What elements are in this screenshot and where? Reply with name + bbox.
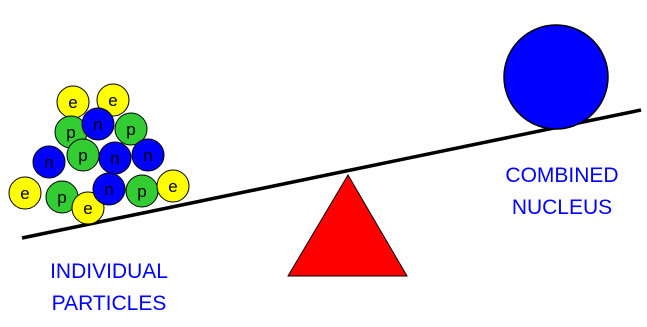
neutron-letter: n (143, 146, 152, 165)
neutron-particle: n (92, 172, 126, 206)
neutron-letter: n (93, 115, 102, 134)
proton-letter: p (66, 123, 75, 142)
neutron-letter: n (104, 180, 113, 199)
combined-nucleus (503, 24, 609, 130)
electron-circle (96, 83, 130, 117)
combined-label-line: NUCLEUS (511, 196, 613, 219)
electron-particle: e (96, 83, 130, 117)
neutron-circle (81, 107, 115, 141)
electron-particle: e (56, 85, 90, 119)
individual-label-line: PARTICLES (51, 292, 167, 315)
neutron-particle: n (81, 107, 115, 141)
proton-particle: p (66, 138, 100, 172)
electron-letter: e (168, 177, 177, 196)
proton-particle: p (45, 180, 79, 214)
electron-letter: e (68, 93, 77, 112)
electron-letter: e (108, 91, 117, 110)
neutron-letter: n (110, 149, 119, 168)
electron-particle: e (8, 176, 42, 210)
neutron-circle (92, 172, 126, 206)
neutron-circle (32, 145, 66, 179)
seesaw-beam (21, 108, 642, 240)
proton-particle: p (125, 174, 159, 208)
proton-particle: p (114, 112, 148, 146)
proton-letter: p (137, 182, 146, 201)
proton-circle (114, 112, 148, 146)
fulcrum-triangle (287, 174, 408, 277)
electron-particle: e (156, 169, 190, 203)
combined-nucleus-label: COMBINED NUCLEUS (488, 160, 636, 224)
electron-letter: e (20, 184, 29, 203)
neutron-letter: n (44, 153, 53, 172)
electron-circle (71, 191, 105, 225)
neutron-particle: n (131, 138, 165, 172)
electron-circle (8, 176, 42, 210)
combined-label-line: COMBINED (505, 164, 619, 187)
proton-letter: p (78, 146, 87, 165)
electron-circle (156, 169, 190, 203)
electron-letter: e (83, 199, 92, 218)
neutron-particle: n (98, 141, 132, 175)
proton-letter: p (126, 120, 135, 139)
individual-particles-label: INDIVIDUAL PARTICLES (18, 256, 200, 320)
neutron-circle (131, 138, 165, 172)
proton-letter: p (57, 188, 66, 207)
neutron-particle: n (32, 145, 66, 179)
electron-particle: e (71, 191, 105, 225)
individual-label-line: INDIVIDUAL (50, 260, 168, 283)
